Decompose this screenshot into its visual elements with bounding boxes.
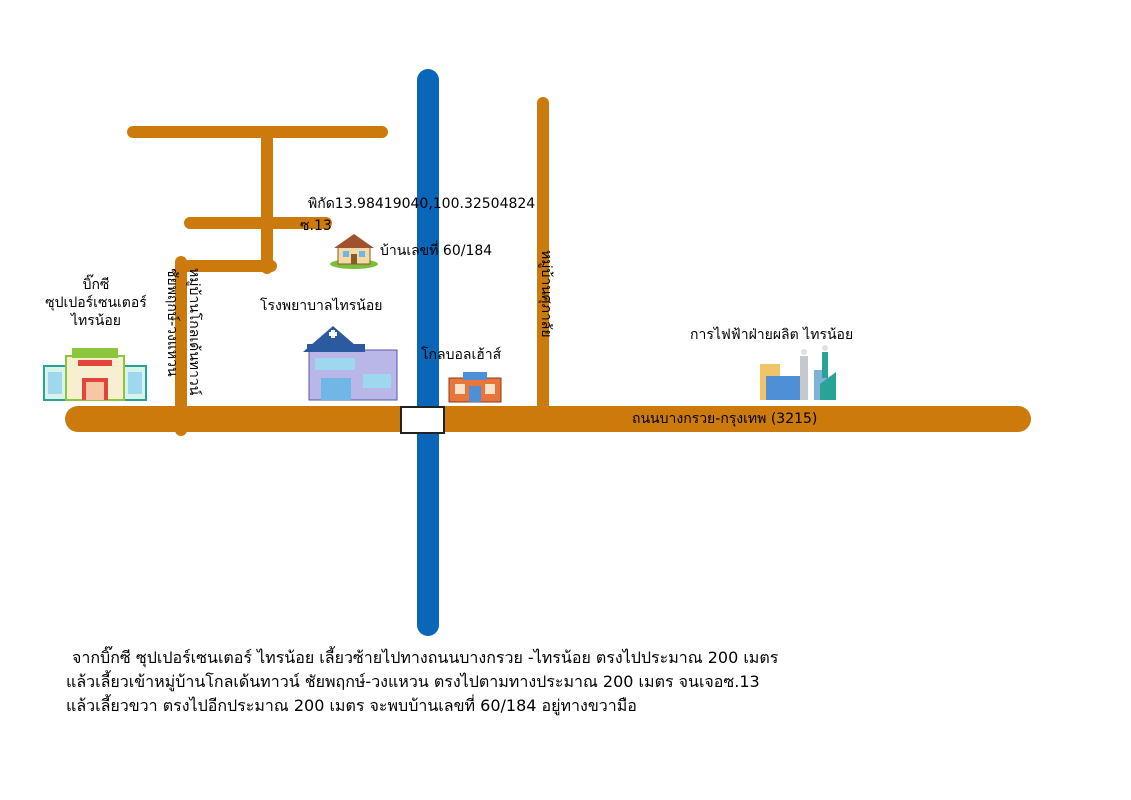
house-label: บ้านเลขที่ 60/184 [380,243,493,259]
left-road-label-a: ชัยพฤกษ์-วงแหวน [164,268,180,377]
directions-line-3: แล้วเลี้ยวขวา ตรงไปอีกประมาณ 200 เมตร จะ… [66,696,637,715]
directions-line-1: จากบิ๊กซี ซุปเปอร์เซนเตอร์ ไทรน้อย เลี้ย… [72,648,779,667]
left-road-label-b: หมู่บ้านโกลเด้นทาวน์ [186,268,202,396]
soi-label: ซ.13 [300,218,332,234]
main-road-label: ถนนบางกรวย-กรุงเทพ (3215) [632,411,818,427]
store-icon [448,372,502,403]
coordinates-label: พิกัด13.98419040,100.32504824 [308,196,536,212]
global-house-label: โกลบอลเฮ้าส์ [421,347,502,363]
bridge [400,406,445,434]
directions-text: จากบิ๊กซี ซุปเปอร์เซนเตอร์ ไทรน้อย เลี้ย… [66,646,778,718]
road-network [65,97,1031,436]
factory-icon [760,345,836,400]
right-road-label: หมู่บ้านศุภาลัย [538,250,554,338]
power-plant-label: การไฟฟ้าฝ่ายผลิต ไทรน้อย [690,327,854,343]
directions-line-2: แล้วเลี้ยวเข้าหมู่บ้านโกลเด้นทาวน์ ชัยพฤ… [66,672,760,691]
supermarket-icon [43,348,147,401]
supermarket-label: บิ๊กซี ซุปเปอร์เซนเตอร์ ไทรน้อย [45,277,147,329]
hospital-icon [303,326,398,401]
house-icon [330,234,378,269]
hospital-label: โรงพยาบาลไทรน้อย [260,298,383,314]
